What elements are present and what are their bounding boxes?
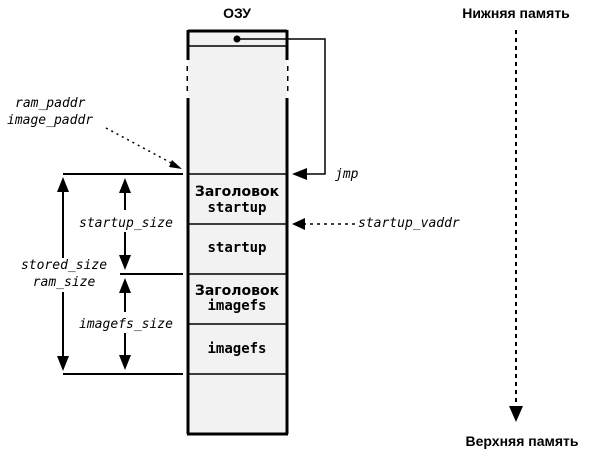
jmp-label: jmp: [335, 167, 359, 182]
imagefs-header-line1: Заголовок: [195, 283, 280, 299]
image-paddr-label: image_paddr: [7, 113, 93, 128]
stored-size-label: stored_size: [21, 258, 107, 273]
paddr-pointer-line: [105, 127, 176, 166]
paddr-pointer-arrowhead: [169, 160, 182, 169]
startup-header-line1: Заголовок: [195, 184, 280, 200]
startup-size-arrowhead-down: [119, 255, 131, 270]
ram-size-label: ram_size: [33, 275, 96, 290]
jmp-arrow: [237, 38, 326, 175]
imagefs-size-label: imagefs_size: [79, 317, 173, 332]
startup-vaddr-label: startup_vaddr: [358, 216, 460, 231]
startup-block-label: startup: [207, 240, 266, 256]
stored-size-arrowhead-down: [57, 356, 69, 371]
ram-title: ОЗУ: [223, 5, 251, 21]
imagefs-block-label: imagefs: [207, 341, 266, 357]
stored-size-arrowhead-up: [57, 177, 69, 192]
ram-body: [188, 94, 287, 434]
ram-column: [186, 29, 289, 436]
high-memory-label: Верхняя память: [466, 433, 579, 449]
startup-size-label: startup_size: [79, 216, 173, 231]
imagefs-size-arrowhead-down: [119, 355, 131, 370]
startup-header-line2: startup: [207, 200, 266, 216]
jmp-arrowhead: [292, 168, 307, 180]
imagefs-header-line2: imagefs: [207, 298, 266, 314]
imagefs-size-arrowhead-up: [119, 278, 131, 293]
ram-paddr-label: ram_paddr: [15, 96, 86, 111]
startup-size-arrowhead-up: [119, 178, 131, 193]
startup-vaddr-arrowhead: [292, 218, 305, 230]
low-memory-label: Нижняя память: [462, 5, 570, 21]
memory-direction-arrowhead: [509, 406, 523, 422]
